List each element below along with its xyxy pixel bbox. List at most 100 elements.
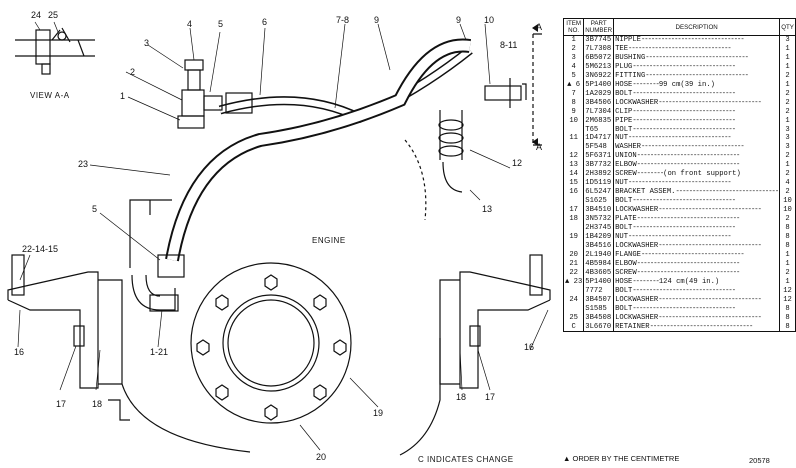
- callout-6: 6: [262, 17, 267, 27]
- leader-dots: -------------------------------: [632, 197, 736, 206]
- part-number-cell: 6B5072: [583, 53, 615, 63]
- callout-7-8: 7-8: [336, 15, 349, 25]
- description-cell: BOLT-------------------------------: [613, 89, 781, 99]
- leader-dots: -------------------------------: [632, 125, 736, 134]
- callout-24: 24: [31, 10, 41, 20]
- part-number-cell: 2H3745: [583, 224, 615, 233]
- qty-cell: 8: [785, 224, 790, 233]
- header-item-no: ITEM NO.: [563, 18, 585, 36]
- description-cell: BUSHING-------------------------------: [613, 53, 781, 63]
- description-cell: BOLT-------------------------------: [613, 125, 781, 135]
- qty-cell: 8: [785, 232, 790, 241]
- leader-dots: -------------------------------: [636, 152, 741, 161]
- part-number-cell: T65: [583, 125, 615, 135]
- part-number-cell: 3B7745: [583, 35, 615, 45]
- description-text: RETAINER: [615, 322, 650, 331]
- description-cell: HOSE--------99 cm(39 in.): [613, 80, 781, 90]
- view-a-a-inset: [15, 27, 95, 75]
- order-note: ▲ ORDER BY THE CENTIMETRE: [563, 454, 680, 463]
- description-text: NUT: [615, 134, 629, 143]
- description-spec: 99 cm(39 in.): [658, 80, 715, 89]
- callout-9b: 9: [456, 15, 461, 25]
- item-no-cell: [563, 197, 585, 207]
- qty-cell: 8: [785, 241, 790, 250]
- leader-dots: -------------------------------: [628, 44, 732, 53]
- description-text: BOLT: [615, 89, 633, 98]
- leader-lines: [17, 21, 549, 451]
- description-cell: LOCKWASHER------------------------------…: [613, 295, 781, 305]
- item-no-cell: 14: [563, 170, 585, 180]
- description-cell: HOSE--------124 cm(49 in.): [613, 277, 781, 287]
- description-cell: ELBOW-------------------------------: [613, 161, 781, 171]
- callout-17b: 17: [485, 392, 495, 402]
- qty-cell: 10: [783, 206, 792, 215]
- leader-dots: -------------------------------: [658, 313, 762, 322]
- part-number-cell: 1D4717: [583, 134, 615, 144]
- description-cell: LOCKWASHER------------------------------…: [613, 241, 781, 251]
- part-number-cell: 3N5732: [583, 215, 615, 225]
- part-number-cell: 7772: [583, 286, 615, 296]
- item-no-cell: 17: [563, 206, 585, 216]
- qty-cell: 12: [783, 295, 792, 304]
- qty-cell: 1: [785, 80, 790, 89]
- qty-cell: 2: [785, 215, 790, 224]
- description-text: BOLT: [615, 197, 633, 206]
- qty-cell: 1: [785, 277, 790, 286]
- callout-2: 2: [130, 67, 135, 77]
- qty-cell: 3: [785, 143, 790, 152]
- part-number-cell: 3B4510: [583, 206, 615, 216]
- item-no-cell: 3: [563, 53, 585, 63]
- leader-dots: -------------------------------: [645, 53, 749, 62]
- parts-diagram: 24 25 VIEW A-A 3 4 5 6 7-8 9 9 10 8-11 A…: [7, 10, 551, 464]
- callout-3: 3: [144, 38, 149, 48]
- description-text: HOSE: [615, 277, 633, 286]
- description-cell: FLANGE-------------------------------: [613, 250, 781, 260]
- item-no-cell: 22: [563, 268, 585, 278]
- leader-dots: -------------------------------: [636, 268, 741, 277]
- description-cell: LOCKWASHER------------------------------…: [613, 206, 781, 216]
- qty-cell: 1: [785, 116, 790, 125]
- leader-dots: -------------------------------: [675, 188, 779, 197]
- leader-dots: -------------------------------: [628, 134, 732, 143]
- qty-cell: 3: [785, 36, 790, 44]
- callout-18a: 18: [92, 399, 102, 409]
- part-number-cell: 3N6922: [583, 71, 615, 81]
- description-cell: TEE-------------------------------: [613, 44, 781, 54]
- parts-list-header: ITEM NO. PART NUMBER DESCRIPTION QTY: [563, 18, 796, 36]
- qty-cell: 1: [785, 250, 790, 259]
- description-text: SCREW: [615, 170, 637, 179]
- callout-12: 12: [512, 158, 522, 168]
- callout-23: 23: [78, 159, 88, 169]
- qty-cell: 1: [785, 53, 790, 62]
- callout-20: 20: [316, 452, 326, 462]
- item-no-cell: [563, 125, 585, 135]
- description-text: LOCKWASHER: [615, 295, 659, 304]
- description-cell: PLUG-------------------------------: [613, 62, 781, 72]
- leader-dots: -------------------------------: [658, 206, 762, 215]
- description-text: TEE: [615, 44, 629, 53]
- flange-bolts: [196, 274, 347, 421]
- part-number-cell: 3B7732: [583, 161, 615, 171]
- item-no-cell: [563, 286, 585, 296]
- part-number-cell: S1625: [583, 197, 615, 207]
- qty-cell: 2: [785, 89, 790, 98]
- part-number-cell: 1A2029: [583, 89, 615, 99]
- part-number-cell: 1B4209: [583, 232, 615, 242]
- description-cell: NIPPLE-------------------------------: [613, 35, 781, 45]
